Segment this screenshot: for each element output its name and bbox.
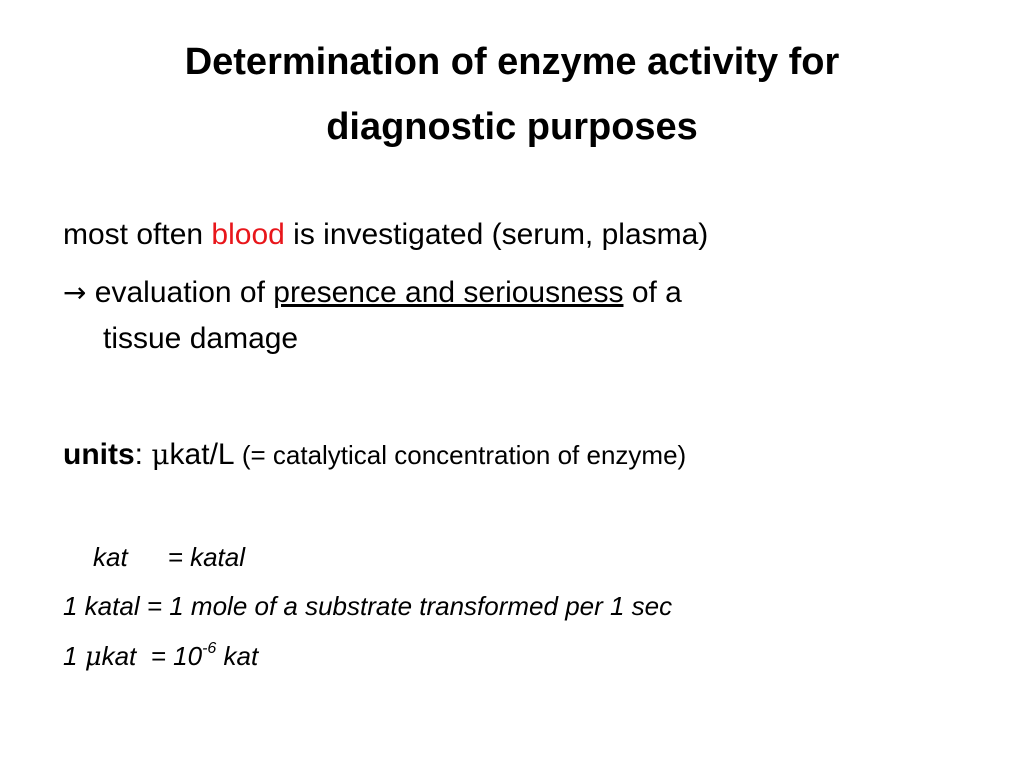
units-colon: : — [134, 438, 152, 471]
units-label: units — [63, 438, 135, 471]
bullet-blood-suffix: is investigated (serum, plasma) — [284, 218, 709, 251]
units-value: kat/L — [169, 438, 235, 471]
ukat-exponent: -6 — [202, 640, 217, 657]
bullet-blood-prefix: most often — [63, 218, 212, 251]
evaluation-suffix: of a — [623, 276, 682, 309]
title-line-1: Determination of enzyme activity for — [184, 41, 840, 83]
ukat-mu-symbol: μ — [84, 642, 102, 672]
kat-term: kat — [93, 542, 128, 572]
units-note: (= catalytical concentration of enzyme) — [234, 440, 687, 470]
evaluation-prefix: evaluation of — [86, 276, 274, 309]
kat-equals: = katal — [167, 542, 246, 572]
ukat-prefix: 1 — [63, 641, 85, 671]
evaluation-continuation: tissue damage — [103, 322, 299, 355]
microkatal-definition: 1 μkat = 10-6 kat — [63, 640, 259, 673]
units-line: units: μkat/L (= catalytical concentrati… — [63, 438, 686, 472]
bullet-evaluation: → evaluation of presence and seriousness… — [63, 276, 682, 310]
right-arrow-icon: → — [63, 276, 87, 309]
kat-definition: kat = katal — [93, 542, 245, 573]
ukat-mid: kat = 10 — [101, 641, 203, 671]
katal-definition: 1 katal = 1 mole of a substrate transfor… — [63, 591, 673, 621]
ukat-suffix: kat — [216, 641, 259, 671]
mu-symbol: μ — [151, 438, 170, 471]
presence-underlined: presence and seriousness — [273, 276, 624, 309]
bullet-blood: most often blood is investigated (serum,… — [63, 218, 708, 252]
slide-title: Determination of enzyme activity for dia… — [0, 30, 1024, 160]
title-line-2: diagnostic purposes — [326, 106, 698, 148]
blood-highlight: blood — [211, 218, 285, 251]
